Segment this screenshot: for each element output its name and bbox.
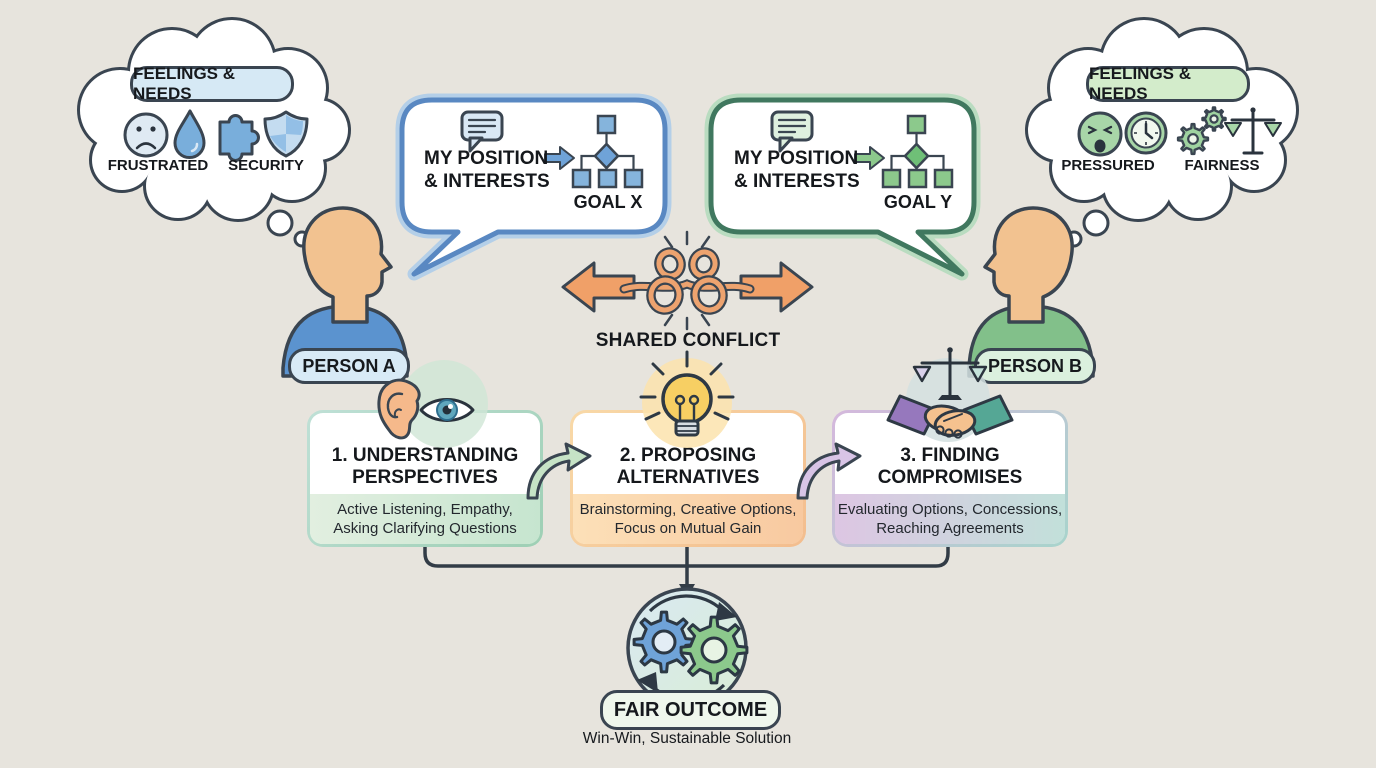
thought-cloud-left — [77, 17, 351, 248]
small-arrow-icon — [854, 146, 885, 170]
chat-icon — [460, 110, 504, 153]
feelings-needs-pill-right: FEELINGS & NEEDS — [1086, 64, 1250, 103]
step1-title-line1: 1. UNDERSTANDING — [331, 445, 519, 466]
tear-drop-icon — [173, 109, 206, 159]
gear-green-icon — [679, 615, 749, 685]
step3-subtitle: Evaluating Options, Concessions, Reachin… — [835, 494, 1065, 544]
step-box-3: 3. FINDING COMPROMISES Evaluating Option… — [832, 410, 1068, 547]
thought-trail-bubble — [266, 209, 294, 237]
step1-sub-line1: Active Listening, Empathy, — [337, 501, 513, 518]
step1-title: 1. UNDERSTANDING PERSPECTIVES — [310, 445, 540, 489]
goal-flowchart-icon — [881, 114, 954, 189]
bubble-right-line1: MY POSITION — [734, 148, 859, 169]
step2-title-line2: ALTERNATIVES — [616, 467, 760, 488]
clock-icon — [1124, 111, 1168, 155]
step2-subtitle: Brainstorming, Creative Options, Focus o… — [573, 494, 803, 544]
need-label-security: SECURITY — [228, 157, 304, 174]
bubble-right-text: MY POSITION & INTERESTS — [734, 147, 874, 193]
pressured-face-icon — [1077, 111, 1123, 157]
step3-title-line2: COMPROMISES — [877, 467, 1023, 488]
shared-conflict-label: SHARED CONFLICT — [595, 330, 781, 351]
goal-x-label: GOAL X — [573, 192, 643, 212]
gear-blue-icon — [632, 610, 696, 674]
bubble-left-line2: & INTERESTS — [424, 171, 550, 192]
steps-to-outcome-connector — [423, 545, 950, 590]
person-a-label: PERSON A — [288, 348, 410, 384]
chat-icon — [770, 110, 814, 153]
step3-sub-line1: Evaluating Options, Concessions, — [837, 501, 1063, 518]
bubble-left-text: MY POSITION & INTERESTS — [424, 147, 564, 193]
step3-sub-line2: Reaching Agreements — [876, 520, 1024, 537]
gears-icon — [1176, 106, 1227, 156]
step2-title-line1: 2. PROPOSING — [619, 445, 757, 466]
speech-bubble-right — [704, 93, 981, 281]
step3-title: 3. FINDING COMPROMISES — [835, 445, 1065, 489]
need-label-frustrated: FRUSTRATED — [107, 157, 209, 174]
step-box-1: 1. UNDERSTANDING PERSPECTIVES Active Lis… — [307, 410, 543, 547]
puzzle-piece-icon — [218, 114, 260, 162]
step2-title: 2. PROPOSING ALTERNATIVES — [573, 445, 803, 489]
tangled-knot-icon — [619, 230, 755, 331]
need-label-fairness: FAIRNESS — [1184, 157, 1260, 174]
step1-sub-line2: Asking Clarifying Questions — [333, 520, 517, 537]
need-label-pressured: PRESSURED — [1061, 157, 1155, 174]
outcome-subtitle: Win-Win, Sustainable Solution — [582, 730, 792, 747]
scales-icon — [1224, 107, 1282, 155]
fair-outcome-label: FAIR OUTCOME — [600, 690, 781, 730]
feelings-needs-pill-left: FEELINGS & NEEDS — [130, 64, 294, 103]
spark-lines — [663, 230, 711, 331]
small-arrow-icon — [544, 146, 575, 170]
step2-sub-line1: Brainstorming, Creative Options, — [579, 501, 797, 518]
goal-flowchart-icon — [571, 114, 644, 189]
bubble-left-line1: MY POSITION — [424, 148, 549, 169]
bubble-right-line2: & INTERESTS — [734, 171, 860, 192]
step2-sub-line2: Focus on Mutual Gain — [614, 520, 762, 537]
step1-subtitle: Active Listening, Empathy, Asking Clarif… — [310, 494, 540, 544]
frustrated-face-icon — [123, 112, 169, 158]
shield-icon — [263, 110, 309, 158]
step3-title-line1: 3. FINDING — [900, 445, 1000, 466]
step1-title-line2: PERSPECTIVES — [352, 467, 498, 488]
fair-outcome-graphic — [626, 587, 749, 709]
speech-bubble-left — [395, 93, 672, 281]
goal-y-label: GOAL Y — [883, 192, 953, 212]
person-b-label: PERSON B — [974, 348, 1096, 384]
thought-trail-bubble — [1082, 209, 1110, 237]
step-box-2: 2. PROPOSING ALTERNATIVES Brainstorming,… — [570, 410, 806, 547]
